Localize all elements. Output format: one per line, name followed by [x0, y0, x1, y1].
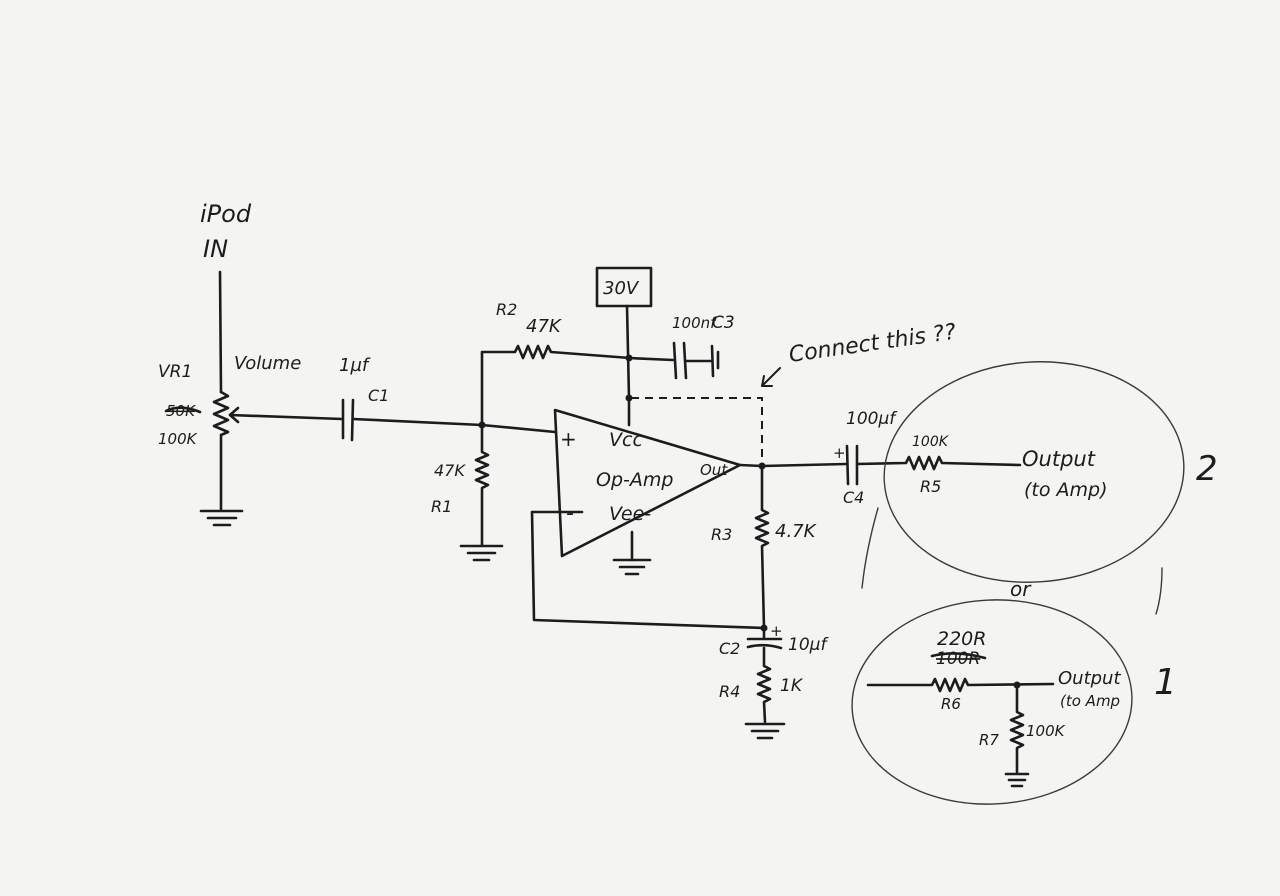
- c2-plus-sign: +: [770, 622, 783, 640]
- r5-resistor: [855, 455, 1022, 471]
- r7-ground-symbol: [1004, 772, 1030, 788]
- vr1-scribble: [164, 406, 202, 414]
- c2-ref-label: C2: [719, 639, 740, 658]
- r4-ref-label: R4: [719, 682, 740, 701]
- r7-ref-label: R7: [979, 731, 999, 749]
- vr1-potentiometer: [212, 390, 230, 437]
- c3-plate-left: [672, 341, 678, 380]
- dashed-connection: [631, 397, 763, 462]
- c2-value-label: 10µf: [788, 635, 829, 655]
- vee-ground-symbol: [612, 558, 652, 576]
- option-1-section: 220R 100R R6 R7 100K Output (to Amp 1: [851, 599, 1177, 805]
- opamp-minus-sign: -: [566, 501, 574, 526]
- opamp-triangle: [553, 408, 742, 558]
- note-arrow: [761, 367, 781, 387]
- c4-ref-label: C4: [843, 488, 864, 507]
- r4-resistor: [756, 646, 772, 724]
- vr1-value-label: 100K: [158, 430, 198, 448]
- r6-resistor: [866, 677, 1055, 693]
- r7-value-label: 100K: [1026, 722, 1066, 740]
- vr1-name-label: Volume: [234, 353, 301, 374]
- r1-ground-symbol: [459, 544, 504, 562]
- vr1-ref-label: VR1: [158, 362, 192, 382]
- option1-output-line1: Output: [1058, 668, 1121, 689]
- output-to-c4-wire: [760, 462, 848, 468]
- input-section: iPod IN VR1 Volume 50K 100K: [158, 200, 301, 527]
- or-separator: or: [861, 507, 1163, 615]
- c3-value-label: 100nf: [672, 314, 718, 332]
- opamp-out-label: Out: [700, 461, 728, 479]
- r2-section: R2 47K: [480, 300, 632, 427]
- output2-line2: (to Amp): [1024, 479, 1108, 501]
- c2-plate-bottom: [746, 643, 783, 650]
- input-device-label: iPod: [200, 200, 252, 228]
- input-direction-label: IN: [203, 235, 228, 263]
- option1-output-line2: (to Amp: [1060, 692, 1120, 710]
- r2-resistor: [480, 344, 632, 427]
- minus-feedback-wire: [530, 510, 766, 630]
- r4-ground-symbol: [744, 722, 786, 740]
- opamp-vcc-label: Vcc: [609, 429, 643, 451]
- opamp-output-wire: [738, 463, 764, 468]
- c3-ground-symbol: [710, 344, 720, 378]
- r5-value-label: 100K: [912, 434, 950, 450]
- input-wire: [218, 270, 223, 394]
- supply-to-c3-wire: [627, 356, 675, 362]
- c4-plate-left: [845, 444, 850, 486]
- option-1-number: 1: [1154, 662, 1177, 703]
- r6-ref-label: R6: [941, 695, 961, 713]
- wiper-to-c1-wire: [228, 413, 344, 421]
- feedback-network: R3 4.7K + C2 10µf R4 1K: [530, 462, 829, 740]
- r3-resistor: [754, 464, 770, 630]
- r2-ref-label: R2: [496, 300, 517, 319]
- supply-label: 30V: [603, 278, 640, 299]
- c1-ref-label: C1: [368, 386, 389, 405]
- vr1-ground-symbol: [199, 509, 244, 527]
- supply-to-vcc-wire: [625, 304, 631, 400]
- or-bracket-right: [1155, 567, 1163, 615]
- supply-box: [595, 266, 653, 308]
- option-2-number: 2: [1196, 449, 1218, 489]
- output2-line1: Output: [1022, 447, 1096, 471]
- r4-value-label: 1K: [780, 676, 804, 696]
- opamp-name-label: Op-Amp: [596, 469, 673, 491]
- c3-ref-label: C3: [712, 313, 735, 333]
- c1-to-plus-wire: [351, 417, 557, 434]
- option-1-circle: [851, 599, 1133, 805]
- supply-section: 30V 100nf C3: [595, 266, 735, 427]
- note-section: Connect this ??: [631, 320, 958, 462]
- r6-scribble: [930, 652, 987, 660]
- note-text: Connect this ??: [787, 320, 958, 368]
- opamp-plus-sign: +: [560, 427, 577, 451]
- r1-resistor: [474, 423, 490, 547]
- opamp: + - Vcc Op-Amp Vee- Out: [553, 408, 742, 576]
- option-2-circle: [883, 361, 1185, 583]
- or-bracket-left: [861, 507, 879, 589]
- option-2-section: + 100µf C4 100K R5 Output (to Amp) 2: [760, 361, 1218, 583]
- r1-value-label: 47K: [434, 461, 466, 480]
- r5-ref-label: R5: [920, 477, 941, 496]
- c1-section: 1µf C1: [228, 355, 557, 442]
- c4-plus-sign: +: [833, 444, 846, 462]
- r2-value-label: 47K: [526, 316, 562, 337]
- opamp-vee-label: Vee-: [609, 503, 651, 525]
- or-word: or: [1010, 577, 1032, 601]
- vr1-old-value: 50K: [166, 402, 196, 420]
- c1-value-label: 1µf: [339, 355, 371, 376]
- r3-value-label: 4.7K: [775, 521, 817, 542]
- r3-ref-label: R3: [711, 525, 732, 544]
- r7-resistor: [1009, 683, 1025, 774]
- r6-old-value: 100R: [936, 649, 980, 669]
- r1-section: 47K R1: [431, 421, 504, 562]
- c4-value-label: 100µf: [846, 409, 898, 429]
- r6-value-label: 220R: [937, 628, 986, 650]
- r1-ref-label: R1: [431, 497, 452, 516]
